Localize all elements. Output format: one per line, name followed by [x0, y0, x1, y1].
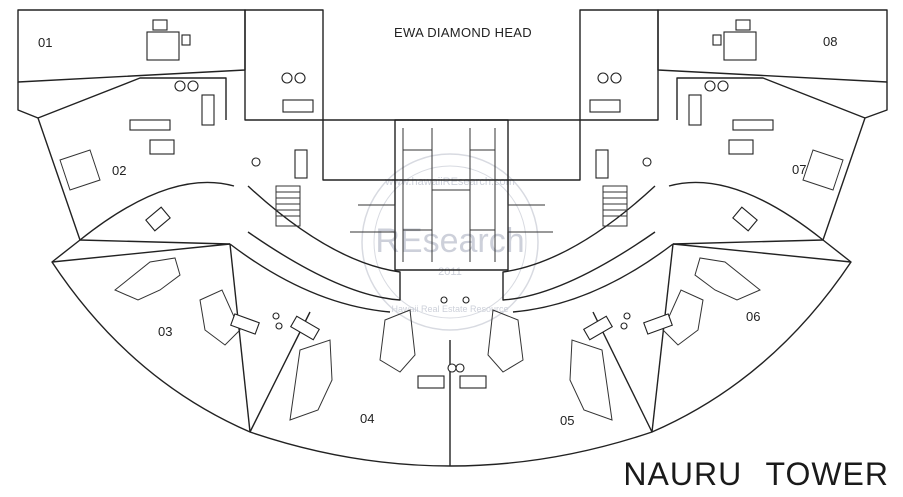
watermark-subtitle: Hawaii Real Estate Resource — [391, 304, 508, 314]
unit-label-01: 01 — [38, 35, 52, 50]
unit-label-05: 05 — [560, 413, 574, 428]
unit-label-06: 06 — [746, 309, 760, 324]
unit-label-04: 04 — [360, 411, 374, 426]
unit-label-02: 02 — [112, 163, 126, 178]
stair-right — [602, 185, 628, 227]
stair-left — [275, 185, 301, 227]
fixtures — [129, 19, 774, 389]
watermark-logo: REsearch www.hawaiiREsearch.com 2011 Haw… — [361, 153, 539, 331]
unit-label-08: 08 — [823, 34, 837, 49]
building-outline — [17, 9, 888, 467]
unit-label-03: 03 — [158, 324, 172, 339]
watermark-year: 2011 — [438, 266, 462, 278]
building-title: NAURU TOWER — [623, 456, 889, 492]
unit-label-07: 07 — [792, 162, 806, 177]
orientation-heading: EWA DIAMOND HEAD — [394, 25, 532, 40]
watermark-ring-text: www.hawaiiREsearch.com — [384, 176, 515, 188]
watermark-main-text: REsearch — [375, 222, 524, 260]
